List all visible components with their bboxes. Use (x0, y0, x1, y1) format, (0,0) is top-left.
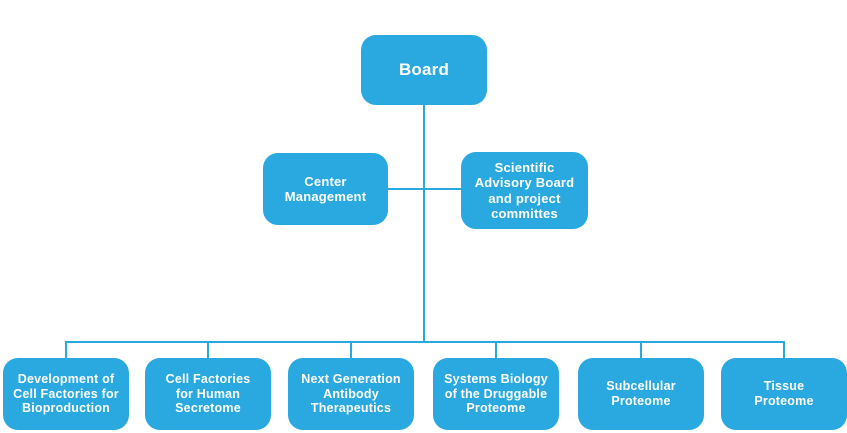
connector-drop-tissue-proteome (783, 341, 785, 358)
node-board: Board (361, 35, 487, 105)
node-tissue-proteome: Tissue Proteome (721, 358, 847, 430)
connector-bottom-bus (65, 341, 785, 343)
node-systems-biology-druggable-proteome: Systems Biology of the Druggable Proteom… (433, 358, 559, 430)
connector-board-trunk (423, 105, 425, 342)
node-cell-factories-human-secretome: Cell Factories for Human Secretome (145, 358, 271, 430)
node-center-management: Center Management (263, 153, 388, 225)
node-scientific-advisory-board: Scientific Advisory Board and project co… (461, 152, 588, 229)
connector-drop-cell-factories-secretome (207, 341, 209, 358)
connector-drop-subcellular-proteome (640, 341, 642, 358)
node-subcellular-proteome: Subcellular Proteome (578, 358, 704, 430)
node-development-cell-factories-bioproduction: Development of Cell Factories for Biopro… (3, 358, 129, 430)
connector-drop-next-gen-antibody (350, 341, 352, 358)
connector-drop-dev-cell-factories (65, 341, 67, 358)
node-next-generation-antibody-therapeutics: Next Generation Antibody Therapeutics (288, 358, 414, 430)
connector-middle-row (388, 188, 462, 190)
connector-drop-systems-biology (495, 341, 497, 358)
